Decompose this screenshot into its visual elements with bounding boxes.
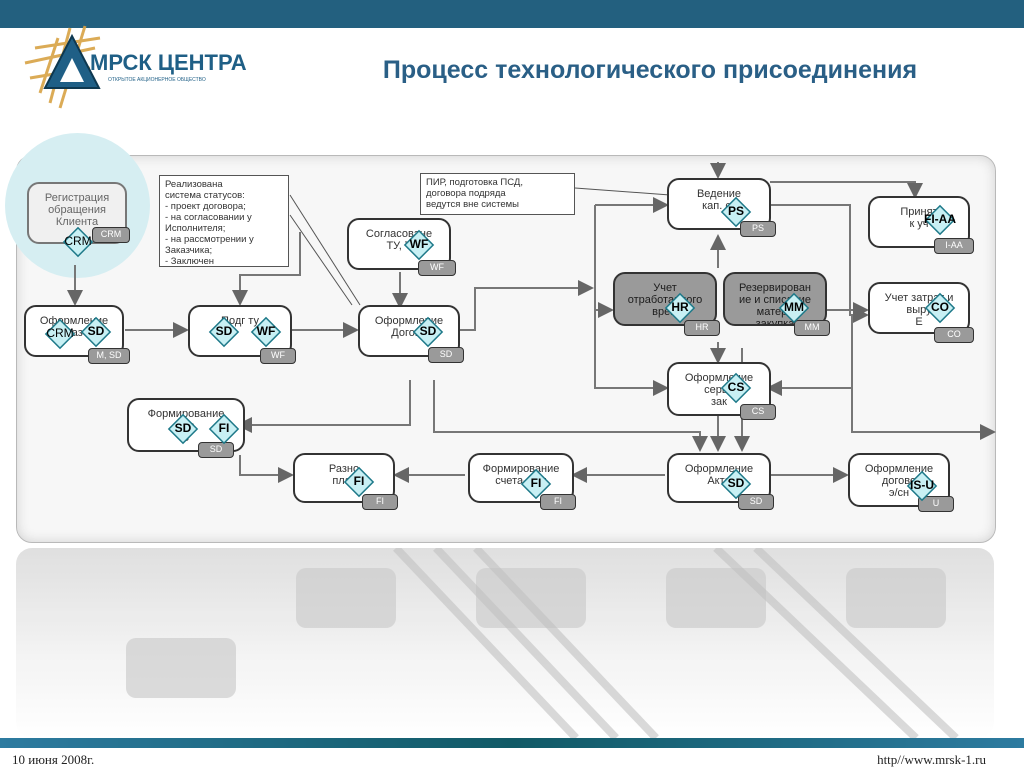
badge-sd-formirovanie: SD	[167, 413, 199, 445]
tag-soglasovanie: WF	[418, 260, 456, 276]
tag-uchet-vremeni: HR	[684, 320, 720, 336]
badge-fi-formirovanie: FI	[208, 413, 240, 445]
tag-podgotovka: WF	[260, 348, 296, 364]
footer-url[interactable]: http//www.mrsk-1.ru	[877, 752, 986, 767]
svg-text:МРСК ЦЕНТРА: МРСК ЦЕНТРА	[90, 50, 247, 75]
footer-date: 10 июня 2008г.	[12, 752, 95, 767]
badge-co: CO	[924, 292, 956, 324]
badge-mm: MM	[778, 292, 810, 324]
tag-rezervirovanie: MM	[794, 320, 830, 336]
tag-schet-faktura: FI	[540, 494, 576, 510]
badge-cs: CS	[720, 372, 752, 404]
tag-vedenie: PS	[740, 221, 776, 237]
badge-wf-podgotovka: WF	[250, 316, 282, 348]
top-bar	[0, 0, 1024, 28]
badge-crm-left: CRM	[44, 318, 76, 350]
tag-uchet-zatrat: CO	[934, 327, 974, 343]
tag-formirovanie: SD	[198, 442, 234, 458]
svg-text:ОТКРЫТОЕ АКЦИОНЕРНОЕ ОБЩЕСТВО: ОТКРЫТОЕ АКЦИОНЕРНОЕ ОБЩЕСТВО	[108, 77, 206, 83]
badge-is-u: IS-U	[906, 470, 938, 502]
tag-prinyatie: I-AA	[934, 238, 974, 254]
tag-zayavki: M, SD	[88, 348, 130, 364]
badge-fi-raznoska: FI	[343, 466, 375, 498]
badge-sd-dogovor: SD	[412, 316, 444, 348]
badge-hr: HR	[664, 292, 696, 324]
badge-sd-left: SD	[80, 316, 112, 348]
badge-fi-aa: FI-AA	[924, 204, 956, 236]
tag-dogovor: SD	[428, 347, 464, 363]
tag-raznoska: FI	[362, 494, 398, 510]
company-logo: МРСК ЦЕНТРА ОТКРЫТОЕ АКЦИОНЕРНОЕ ОБЩЕСТВ…	[10, 8, 270, 120]
page-title: Процесс технологического присоединения	[382, 56, 918, 84]
badge-wf-soglasovanie: WF	[403, 229, 435, 261]
badge-crm-top: CRM	[62, 226, 94, 258]
badge-fi-schet: FI	[520, 468, 552, 500]
tag-registration: CRM	[92, 227, 130, 243]
tag-servis-zakaz: CS	[740, 404, 776, 420]
badge-sd-podgotovka: SD	[208, 316, 240, 348]
badge-sd-akt: SD	[720, 468, 752, 500]
tag-akt: SD	[738, 494, 774, 510]
diagram-reflection	[16, 548, 994, 738]
badge-ps: PS	[720, 196, 752, 228]
tag-dogovor-esnab: U	[918, 496, 954, 512]
bottom-bar	[0, 738, 1024, 748]
